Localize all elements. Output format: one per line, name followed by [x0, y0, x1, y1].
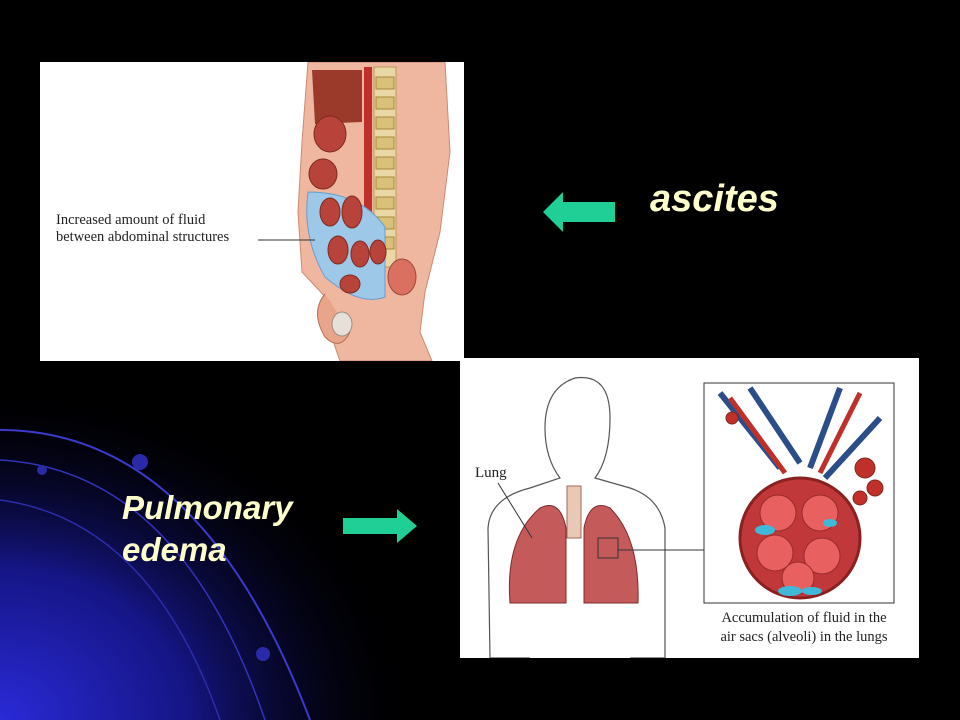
edema-caption-line1: Accumulation of fluid in the	[721, 610, 887, 626]
ascites-caption: Increased amount of fluid between abdomi…	[56, 212, 296, 246]
abdomen-cross-section-image	[258, 62, 451, 361]
pulmonary-label-line2: edema	[122, 531, 227, 568]
pulmonary-edema-caption: Accumulation of fluid in the air sacs (a…	[688, 609, 919, 647]
pulmonary-edema-label: Pulmonary edema	[122, 487, 293, 571]
edema-caption-line2: air sacs (alveoli) in the lungs	[720, 629, 888, 645]
bg-dot	[37, 465, 47, 475]
ascites-label: ascites	[650, 178, 779, 220]
lung-label: Lung	[475, 465, 507, 481]
bg-dot	[256, 647, 270, 661]
arrow-left-icon	[543, 192, 615, 232]
pulmonary-label-line1: Pulmonary	[122, 489, 293, 526]
pulmonary-edema-illustration: Lung Accumulation of fluid in the air sa…	[460, 358, 919, 658]
ascites-caption-line2: between abdominal structures	[56, 229, 230, 245]
ascites-illustration: Increased amount of fluid between abdomi…	[40, 62, 464, 361]
ascites-caption-line1: Increased amount of fluid	[56, 212, 206, 228]
arrow-right-icon	[343, 509, 417, 543]
lungs-alveoli-image	[487, 376, 895, 658]
bg-dot	[132, 454, 148, 470]
